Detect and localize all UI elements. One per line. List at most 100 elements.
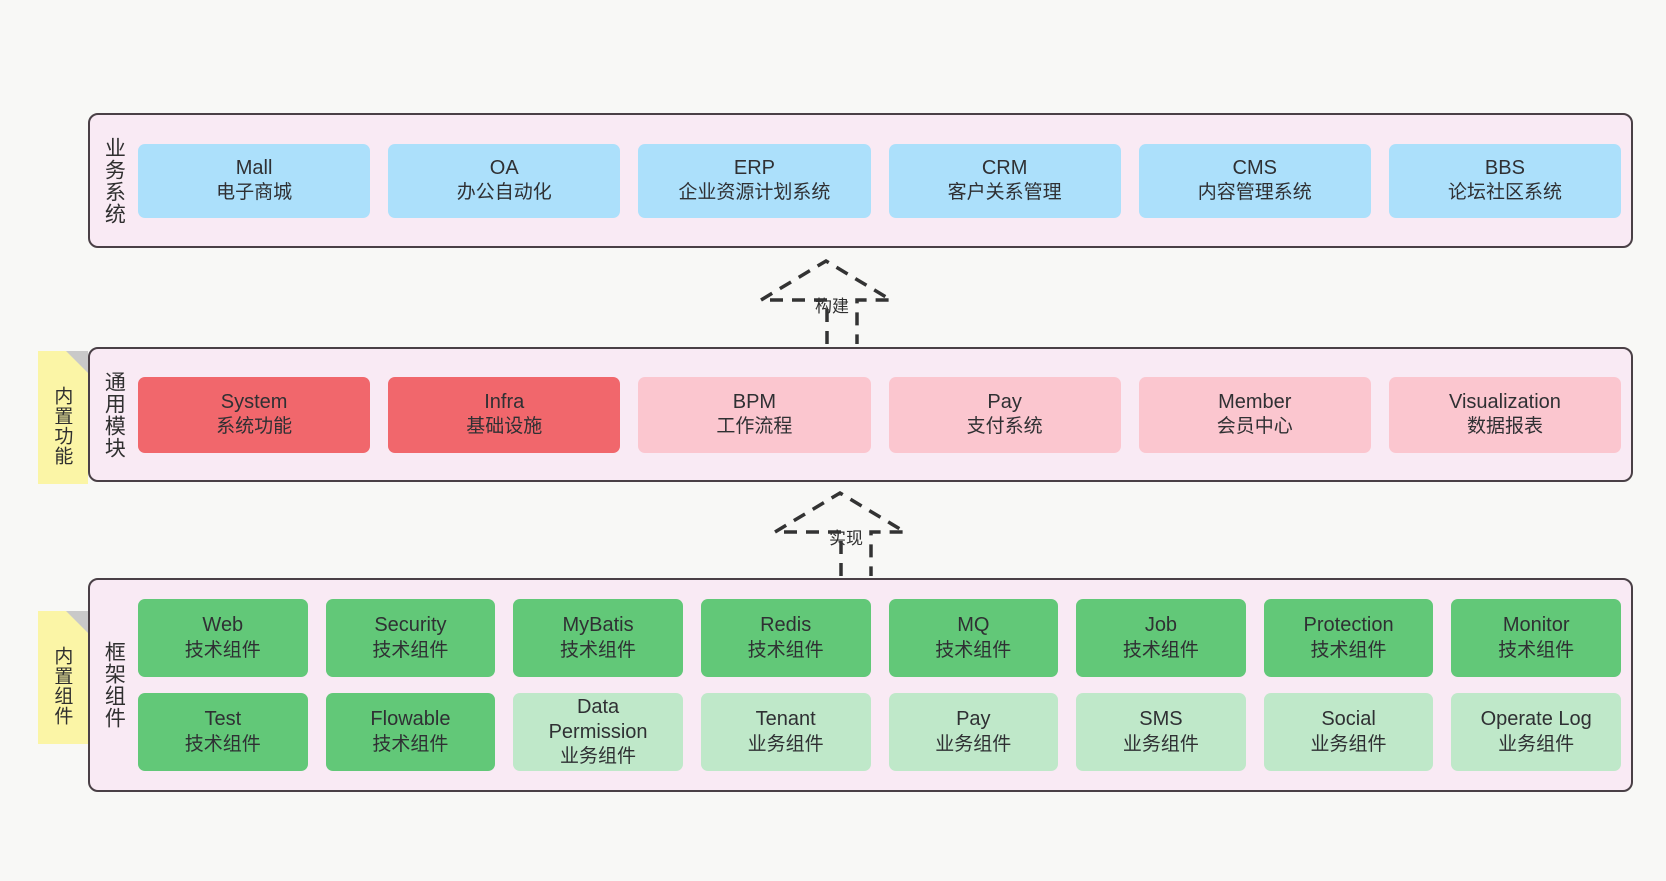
card-job[interactable]: Job 技术组件 (1076, 599, 1246, 677)
card-row: Web 技术组件 Security 技术组件 MyBatis 技术组件 Redi… (138, 599, 1621, 677)
card-title: Member (1218, 390, 1292, 413)
note-fold-corner-icon (66, 611, 88, 633)
card-erp[interactable]: ERP 企业资源计划系统 (638, 143, 871, 218)
layer-body-business-system: Mall 电子商城 OA 办公自动化 ERP 企业资源计划系统 CRM 客户关系… (136, 115, 1631, 246)
card-subtitle: 基础设施 (466, 416, 543, 438)
card-title: BBS (1484, 156, 1525, 179)
card-subtitle: 内容管理系统 (1197, 182, 1312, 204)
note-fold-corner-icon (66, 351, 88, 373)
card-title: Mall (235, 156, 273, 179)
card-subtitle: 技术组件 (372, 639, 449, 661)
sticky-note-builtin-component: 内置组件 (38, 611, 88, 744)
card-row: Mall 电子商城 OA 办公自动化 ERP 企业资源计划系统 CRM 客户关系… (138, 143, 1622, 218)
card-tenant[interactable]: Tenant 业务组件 (700, 693, 871, 771)
card-subtitle: 技术组件 (372, 733, 449, 755)
layer-label-common-module: 通用模块 (102, 370, 126, 459)
layer-business-system: 业务系统 Mall 电子商城 OA 办公自动化 ERP 企业资源计划系统 CRM… (88, 113, 1633, 248)
sticky-note-text: 内置组件 (51, 645, 73, 726)
connector-implement (768, 490, 920, 576)
card-title: Tenant (755, 708, 816, 731)
card-cms[interactable]: CMS 内容管理系统 (1138, 143, 1371, 218)
card-title: System (220, 390, 288, 413)
card-data-permission[interactable]: Data Permission 业务组件 (513, 693, 683, 771)
card-system[interactable]: System 系统功能 (138, 376, 371, 453)
card-subtitle: 支付系统 (966, 416, 1043, 438)
card-title: Social (1321, 708, 1376, 731)
card-subtitle: 业务组件 (560, 746, 637, 768)
layer-framework-component: 框架组件 Web 技术组件 Security 技术组件 MyBatis 技术组件… (88, 578, 1633, 792)
card-mq[interactable]: MQ 技术组件 (888, 599, 1059, 677)
card-subtitle: 技术组件 (1310, 639, 1387, 661)
card-subtitle: 技术组件 (560, 639, 637, 661)
layer-body-common-module: System 系统功能 Infra 基础设施 BPM 工作流程 Pay 支付系统… (136, 349, 1631, 480)
card-operate-log[interactable]: Operate Log 业务组件 (1451, 693, 1621, 771)
card-title: Web (202, 614, 244, 637)
card-subtitle: 技术组件 (184, 733, 261, 755)
card-title: CRM (981, 156, 1028, 179)
card-title: Pay (987, 390, 1022, 413)
card-subtitle: 业务组件 (1310, 733, 1387, 755)
connector-build (754, 258, 906, 344)
card-title: Security (374, 614, 447, 637)
card-title: Visualization (1448, 390, 1561, 413)
card-title: ERP (733, 156, 775, 179)
card-title: Pay (956, 708, 991, 731)
card-monitor[interactable]: Monitor 技术组件 (1451, 599, 1621, 677)
card-subtitle: 技术组件 (1122, 639, 1199, 661)
layer-body-framework-component: Web 技术组件 Security 技术组件 MyBatis 技术组件 Redi… (136, 580, 1631, 790)
card-sms[interactable]: SMS 业务组件 (1076, 693, 1246, 771)
card-subtitle: 业务组件 (1122, 733, 1199, 755)
card-title: Protection (1303, 614, 1394, 637)
card-social[interactable]: Social 业务组件 (1263, 693, 1434, 771)
card-title: Flowable (370, 708, 451, 731)
card-title: Test (204, 708, 242, 731)
card-subtitle: 业务组件 (1498, 733, 1575, 755)
card-crm[interactable]: CRM 客户关系管理 (888, 143, 1121, 218)
card-flowable[interactable]: Flowable 技术组件 (325, 693, 496, 771)
card-subtitle: 技术组件 (1498, 639, 1575, 661)
card-bbs[interactable]: BBS 论坛社区系统 (1388, 143, 1622, 218)
card-subtitle: 技术组件 (184, 639, 261, 661)
card-title: Job (1144, 614, 1178, 637)
sticky-note-text: 内置功能 (51, 385, 73, 466)
card-pay[interactable]: Pay 支付系统 (888, 376, 1121, 453)
card-mybatis[interactable]: MyBatis 技术组件 (513, 599, 683, 677)
card-subtitle: 数据报表 (1466, 416, 1543, 438)
card-subtitle: 业务组件 (935, 733, 1012, 755)
layer-label-framework-component: 框架组件 (102, 641, 126, 729)
card-row: System 系统功能 Infra 基础设施 BPM 工作流程 Pay 支付系统… (138, 376, 1622, 453)
card-mall[interactable]: Mall 电子商城 (138, 143, 371, 218)
card-subtitle: 系统功能 (216, 416, 293, 438)
card-title: MQ (957, 614, 990, 637)
card-title: BPM (732, 390, 777, 413)
card-title: MyBatis (562, 614, 634, 637)
card-subtitle: 论坛社区系统 (1447, 182, 1562, 204)
card-title: OA (489, 156, 519, 179)
card-web[interactable]: Web 技术组件 (138, 599, 308, 677)
card-bpm[interactable]: BPM 工作流程 (638, 376, 871, 453)
card-title: Operate Log (1480, 708, 1592, 731)
layer-label-business-system: 业务系统 (102, 136, 126, 225)
card-subtitle: 业务组件 (747, 733, 824, 755)
card-subtitle: 电子商城 (216, 182, 293, 204)
card-subtitle: 技术组件 (747, 639, 824, 661)
card-subtitle: 企业资源计划系统 (678, 182, 831, 204)
card-redis[interactable]: Redis 技术组件 (700, 599, 871, 677)
layer-common-module: 通用模块 System 系统功能 Infra 基础设施 BPM 工作流程 Pay… (88, 347, 1633, 482)
card-title: Redis (760, 614, 812, 637)
card-test[interactable]: Test 技术组件 (138, 693, 308, 771)
card-protection[interactable]: Protection 技术组件 (1263, 599, 1434, 677)
card-visualization[interactable]: Visualization 数据报表 (1388, 376, 1622, 453)
card-security[interactable]: Security 技术组件 (325, 599, 496, 677)
card-subtitle: 会员中心 (1216, 416, 1293, 438)
card-title: CMS (1232, 156, 1277, 179)
card-subtitle: 客户关系管理 (947, 182, 1062, 204)
card-pay-biz[interactable]: Pay 业务组件 (888, 693, 1059, 771)
card-infra[interactable]: Infra 基础设施 (388, 376, 621, 453)
sticky-note-builtin-function: 内置功能 (38, 351, 88, 484)
card-row: Test 技术组件 Flowable 技术组件 Data Permission … (138, 693, 1621, 771)
card-oa[interactable]: OA 办公自动化 (388, 143, 621, 218)
card-member[interactable]: Member 会员中心 (1138, 376, 1371, 453)
card-title: Monitor (1502, 614, 1570, 637)
